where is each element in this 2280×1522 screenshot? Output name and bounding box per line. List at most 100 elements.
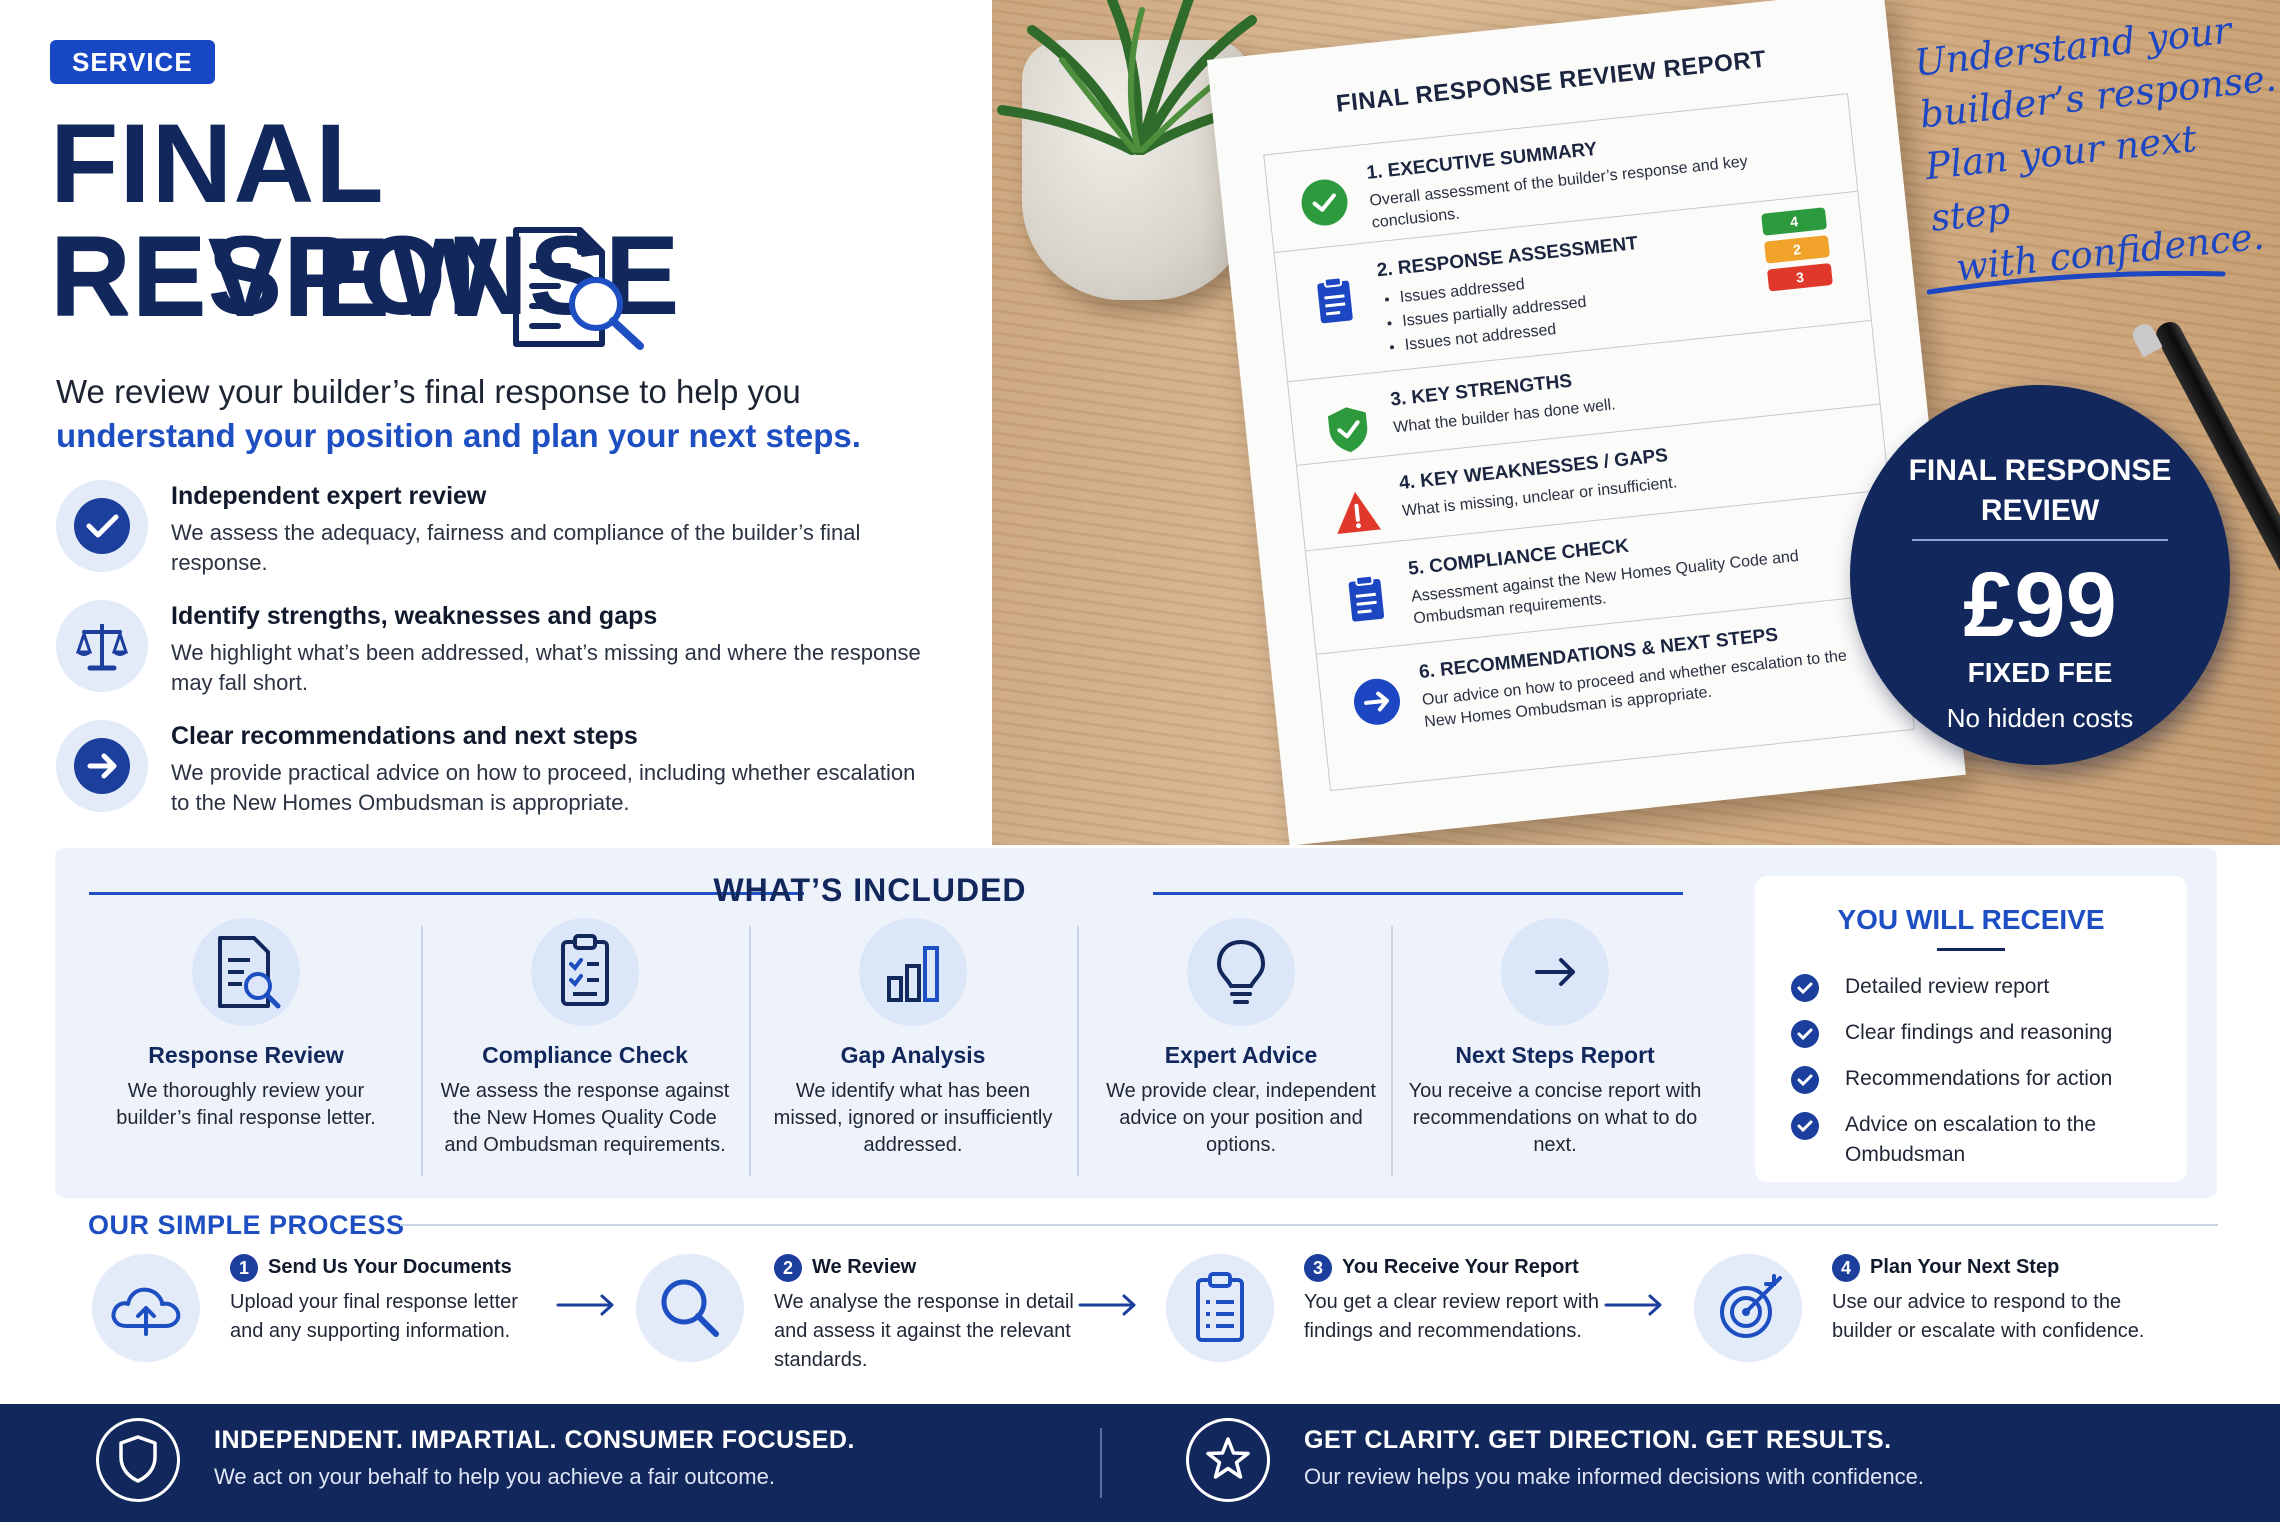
footer-banner: INDEPENDENT. IMPARTIAL. CONSUMER FOCUSED… <box>0 1404 2280 1522</box>
feature-heading: Clear recommendations and next steps <box>171 722 638 750</box>
report-section-1: 1. EXECUTIVE SUMMARY Overall assessment … <box>1264 94 1858 253</box>
check-icon <box>1791 974 1819 1002</box>
arrow-right-icon <box>1604 1294 1662 1316</box>
step-number: 4 <box>1832 1254 1860 1282</box>
clipboard-icon <box>1348 574 1385 622</box>
card-heading: Compliance Check <box>482 1042 688 1068</box>
arrow-right-icon <box>1078 1294 1136 1316</box>
step-heading: We Review <box>812 1256 917 1278</box>
page-title-line2: REVIEW <box>50 215 498 340</box>
step-heading: Plan Your Next Step <box>1870 1256 2060 1278</box>
footer-left: INDEPENDENT. IMPARTIAL. CONSUMER FOCUSED… <box>96 1404 1056 1522</box>
shield-icon <box>96 1418 180 1502</box>
included-title: WHAT’S INCLUDED <box>713 872 1027 908</box>
feature-expert-review: Independent expert review We assess the … <box>56 480 976 590</box>
step-heading: You Receive Your Report <box>1342 1256 1579 1278</box>
report-bullets: Issues addressed Issues partially addres… <box>1399 267 1590 358</box>
step-number: 1 <box>230 1254 258 1282</box>
card-text: We assess the response against the New H… <box>440 1080 730 1156</box>
feature-heading: Independent expert review <box>171 482 487 510</box>
star-icon <box>1186 1418 1270 1502</box>
bar-chart-icon <box>859 918 967 1026</box>
arrow-right-icon <box>1501 918 1609 1026</box>
included-card-next-steps: Next Steps Report You receive a concise … <box>1391 918 1719 1188</box>
service-tag: SERVICE <box>50 40 215 84</box>
title-rule <box>89 892 804 895</box>
lightbulb-icon <box>1187 918 1295 1026</box>
document-search-icon <box>513 227 644 350</box>
clipboard-list-icon <box>1166 1254 1274 1362</box>
step-text: Upload your final response letter and an… <box>230 1291 518 1342</box>
feature-text: We provide practical advice on how to pr… <box>171 760 916 815</box>
check-icon <box>1791 1066 1819 1094</box>
page-title-line1: FINAL RESPONSE <box>50 101 681 338</box>
card-divider <box>1391 926 1393 1176</box>
receive-item-label: Advice on escalation to the Ombudsman <box>1845 1113 2096 1166</box>
arrow-right-icon <box>56 720 148 812</box>
check-icon <box>1791 1020 1819 1048</box>
feature-heading: Identify strengths, weaknesses and gaps <box>171 602 658 630</box>
feature-text: We highlight what’s been addressed, what… <box>171 640 921 695</box>
receive-title: YOU WILL RECEIVE <box>1837 904 2105 935</box>
document-search-icon <box>192 918 300 1026</box>
clipboard-icon <box>1317 276 1353 324</box>
step-number: 3 <box>1304 1254 1332 1282</box>
included-card-gap-analysis: Gap Analysis We identify what has been m… <box>749 918 1077 1188</box>
footer-text: Our review helps you make informed decis… <box>1304 1464 1924 1489</box>
score-badge-amber: 2 <box>1764 235 1831 264</box>
report-section-4: 4. KEY WEAKNESSES / GAPS What is missing… <box>1296 404 1889 552</box>
subtitle-highlight: understand your position and plan your n… <box>56 417 861 454</box>
check-circle-icon <box>1301 179 1348 226</box>
included-card-response-review: Response Review We thoroughly review you… <box>82 918 410 1188</box>
report-section-5: 5. COMPLIANCE CHECK Assessment against t… <box>1305 490 1900 655</box>
process-step-1: 1 Send Us Your Documents Upload your fin… <box>92 1254 562 1384</box>
report-section-2: 2. RESPONSE ASSESSMENT Issues addressed … <box>1274 191 1871 383</box>
check-icon <box>1791 1112 1819 1140</box>
price-divider <box>1912 539 2168 541</box>
magnifier-icon <box>636 1254 744 1362</box>
card-text: We provide clear, independent advice on … <box>1106 1080 1376 1156</box>
feature-recommendations: Clear recommendations and next steps We … <box>56 720 976 830</box>
step-text: We analyse the response in detail and as… <box>774 1291 1074 1371</box>
hero-subtitle: We review your builder’s final response … <box>56 370 976 458</box>
card-divider <box>1077 926 1079 1176</box>
card-divider <box>421 926 423 1176</box>
receive-underline <box>1937 948 2005 951</box>
footer-text: We act on your behalf to help you achiev… <box>214 1464 775 1489</box>
footer-divider <box>1100 1428 1102 1498</box>
tagline-script: Understand your builder’s response. Plan… <box>1912 0 2280 296</box>
process-title: OUR SIMPLE PROCESS <box>88 1210 405 1240</box>
clipboard-check-icon <box>531 918 639 1026</box>
card-divider <box>749 926 751 1176</box>
process-rule <box>400 1224 2218 1226</box>
scales-icon <box>56 600 148 692</box>
warning-icon <box>1337 491 1382 534</box>
included-card-compliance-check: Compliance Check We assess the response … <box>421 918 749 1188</box>
score-badge-green: 4 <box>1761 207 1828 236</box>
feature-strengths-gaps: Identify strengths, weaknesses and gaps … <box>56 600 976 710</box>
receive-item-label: Recommendations for action <box>1845 1067 2113 1090</box>
cloud-upload-icon <box>92 1254 200 1362</box>
feature-text: We assess the adequacy, fairness and com… <box>171 520 861 575</box>
included-card-expert-advice: Expert Advice We provide clear, independ… <box>1077 918 1405 1188</box>
title-rule <box>1153 892 1683 895</box>
process-step-2: 2 We Review We analyse the response in d… <box>636 1254 1106 1384</box>
report-section-6: 6. RECOMMENDATIONS & NEXT STEPS Our advi… <box>1317 594 1914 791</box>
arrow-right-icon <box>556 1294 614 1316</box>
whats-included: WHAT’S INCLUDED Response Review We thoro… <box>55 848 2217 1198</box>
process-step-4: 4 Plan Your Next Step Use our advice to … <box>1694 1254 2164 1384</box>
card-heading: Expert Advice <box>1164 1042 1318 1068</box>
card-text: We identify what has been missed, ignore… <box>773 1080 1053 1156</box>
card-heading: Gap Analysis <box>840 1042 986 1068</box>
tagline-underline <box>1927 270 2226 295</box>
you-will-receive: YOU WILL RECEIVE Detailed review report … <box>1755 876 2187 1182</box>
step-text: Use our advice to respond to the builder… <box>1832 1291 2145 1342</box>
step-number: 2 <box>774 1254 802 1282</box>
shield-check-icon <box>1327 407 1368 453</box>
receive-item-label: Clear findings and reasoning <box>1845 1021 2113 1044</box>
process-step-3: 3 You Receive Your Report You get a clea… <box>1166 1254 1636 1384</box>
card-heading: Next Steps Report <box>1455 1042 1655 1068</box>
subtitle-text: We review your builder’s final response … <box>56 373 801 410</box>
price-fixed-fee: FIXED FEE <box>1967 657 2113 688</box>
score-badge-red: 3 <box>1766 262 1833 292</box>
